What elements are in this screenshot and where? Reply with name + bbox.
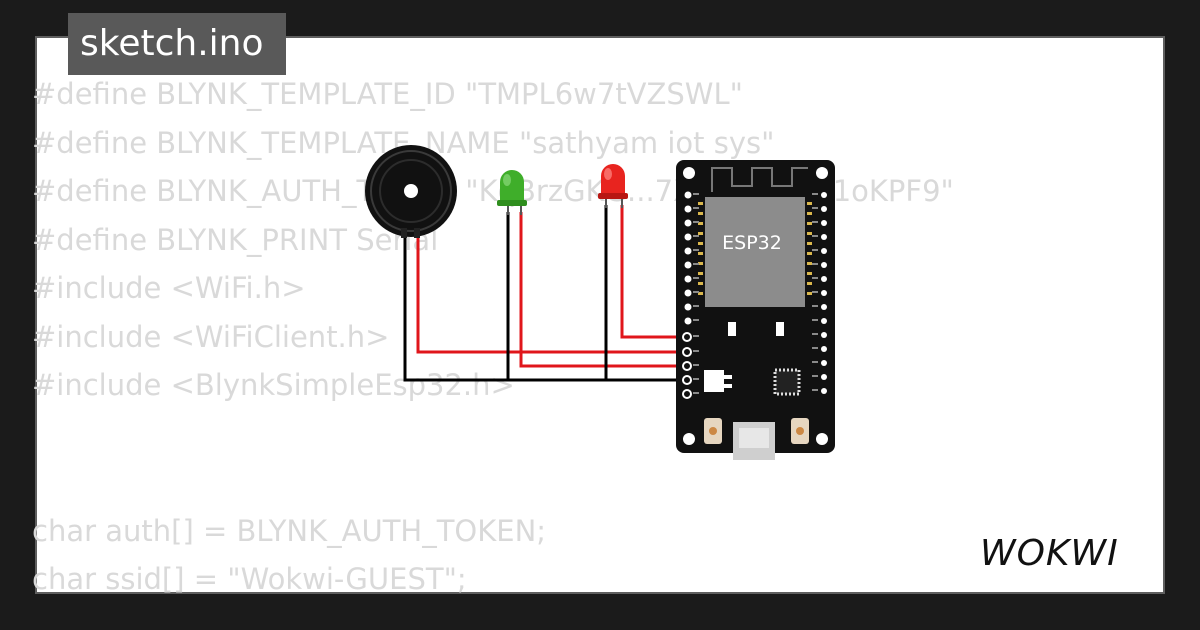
wires xyxy=(403,205,684,382)
green-led[interactable] xyxy=(497,170,527,215)
code-line: char auth[] = BLYNK_AUTH_TOKEN; xyxy=(32,513,547,548)
code-line: #define BLYNK_PRINT Serial xyxy=(32,222,439,257)
code-line: #include <BlynkSimpleEsp32.h> xyxy=(32,368,515,402)
wokwi-logo: WOKWI xyxy=(980,533,1119,574)
buzzer-signal-wire[interactable] xyxy=(416,230,684,354)
buzzer-ground-wire[interactable] xyxy=(403,230,684,382)
code-line: char ssid[] = "Wokwi-GUEST"; xyxy=(32,562,467,596)
code-editor: #define BLYNK_TEMPLATE_ID "TMPL6w7tVZSWL… xyxy=(32,70,954,604)
code-line: #include <WiFi.h> xyxy=(32,271,306,305)
sketch-preview-card xyxy=(35,36,1165,594)
red-led[interactable] xyxy=(598,164,628,208)
red-led-signal-wire[interactable] xyxy=(620,205,684,339)
buzzer[interactable] xyxy=(365,145,457,238)
wokwi-logo-text: WOKWI xyxy=(980,533,1119,574)
code-line: #define BLYNK_TEMPLATE_ID "TMPL6w7tVZSWL… xyxy=(32,77,743,111)
code-line: #include <WiFiClient.h> xyxy=(32,319,390,354)
esp32-board[interactable]: ESP32 xyxy=(676,160,835,460)
esp32-chip-label: ESP32 xyxy=(722,232,782,254)
file-tab[interactable]: sketch.ino xyxy=(68,13,286,75)
file-tab-label: sketch.ino xyxy=(80,23,264,64)
code-line: #define BLYNK_TEMPLATE_NAME "sathyam iot… xyxy=(32,125,775,160)
green-led-signal-wire[interactable] xyxy=(519,212,684,368)
